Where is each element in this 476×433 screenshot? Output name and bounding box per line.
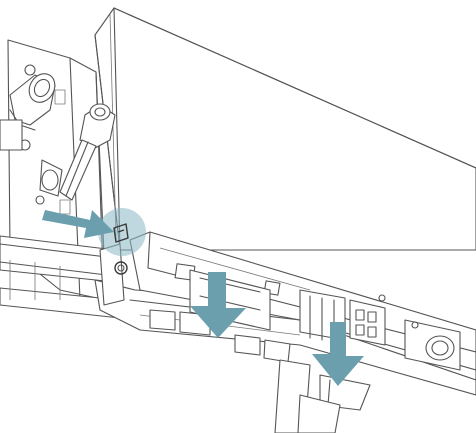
- arrow-right: [42, 210, 114, 238]
- valve-fitting-top: [0, 73, 56, 151]
- arrow-group: [42, 210, 364, 386]
- main-housing: [94, 7, 476, 251]
- arrow-down-right: [312, 322, 364, 386]
- mounting-feet: [274, 359, 371, 433]
- arrow-down-center: [190, 272, 246, 338]
- highlight-circle: [98, 208, 146, 256]
- latch-detail: [113, 223, 129, 243]
- retaining-clip: [99, 243, 128, 306]
- valve-fitting-pipe: [39, 103, 116, 201]
- right-components: [299, 289, 461, 371]
